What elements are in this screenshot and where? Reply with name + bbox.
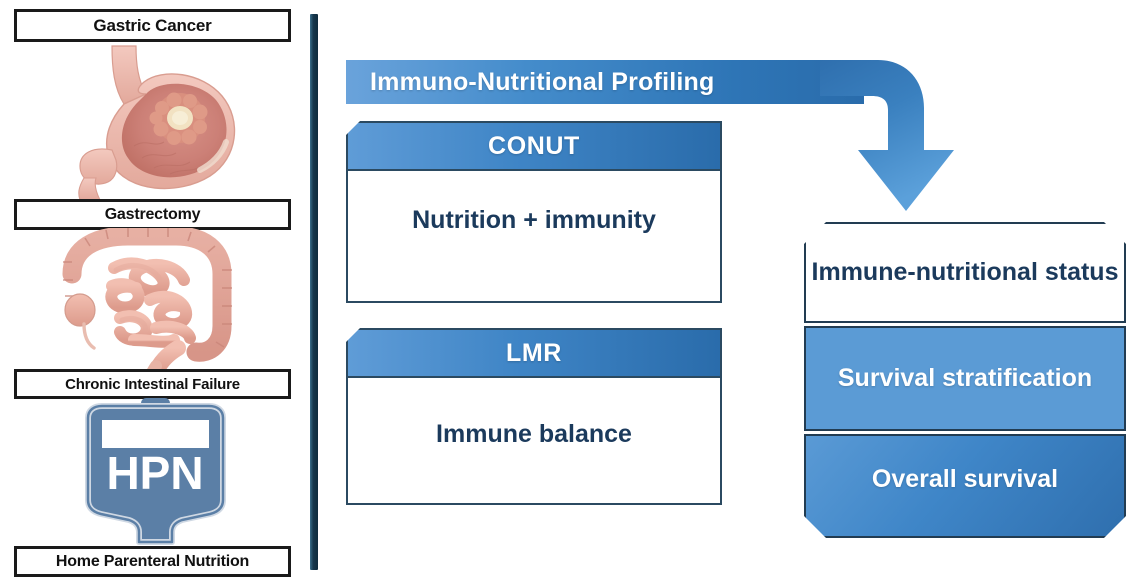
- outcome-overall-survival-text: Overall survival: [871, 464, 1059, 493]
- hpn-bag-text: HPN: [106, 447, 203, 499]
- card-description-lmr: Immune balance: [436, 420, 632, 448]
- label-gastric-cancer: Gastric Cancer: [14, 9, 291, 42]
- outcome-immune-nutritional-status: Immune-nutritional status: [804, 222, 1126, 323]
- card-title-conut: CONUT: [488, 131, 580, 160]
- card-title-lmr: LMR: [506, 338, 562, 367]
- label-chronic-intestinal-failure: Chronic Intestinal Failure: [14, 369, 291, 399]
- hpn-iv-bag-illustration: HPN: [58, 396, 253, 548]
- vertical-divider: [310, 14, 318, 570]
- index-card-conut: CONUT Nutrition + immunity: [346, 121, 722, 303]
- card-body-lmr: Immune balance: [348, 378, 720, 505]
- label-home-parenteral-nutrition-text: Home Parenteral Nutrition: [55, 552, 250, 570]
- intestines-illustration: [50, 228, 265, 373]
- immuno-nutritional-profiling-banner: Immuno-Nutritional Profiling: [346, 60, 864, 104]
- label-chronic-intestinal-failure-text: Chronic Intestinal Failure: [65, 375, 240, 393]
- index-card-lmr: LMR Immune balance: [346, 328, 722, 505]
- outcome-immune-nutritional-status-text: Immune-nutritional status: [811, 258, 1119, 287]
- card-header-lmr: LMR: [348, 330, 720, 378]
- outcome-overall-survival: Overall survival: [804, 434, 1126, 538]
- card-description-conut: Nutrition + immunity: [412, 205, 656, 234]
- outcome-survival-stratification-text: Survival stratification: [837, 364, 1093, 393]
- card-body-conut: Nutrition + immunity: [348, 171, 720, 303]
- label-gastrectomy-text: Gastrectomy: [104, 205, 201, 223]
- stomach-with-tumor-illustration: [50, 42, 265, 200]
- banner-title: Immuno-Nutritional Profiling: [370, 67, 715, 96]
- card-header-conut: CONUT: [348, 123, 720, 171]
- bent-arrow-icon: [820, 56, 1020, 216]
- label-home-parenteral-nutrition: Home Parenteral Nutrition: [14, 546, 291, 577]
- label-gastrectomy: Gastrectomy: [14, 199, 291, 230]
- outcome-survival-stratification: Survival stratification: [804, 326, 1126, 431]
- label-gastric-cancer-text: Gastric Cancer: [93, 15, 212, 35]
